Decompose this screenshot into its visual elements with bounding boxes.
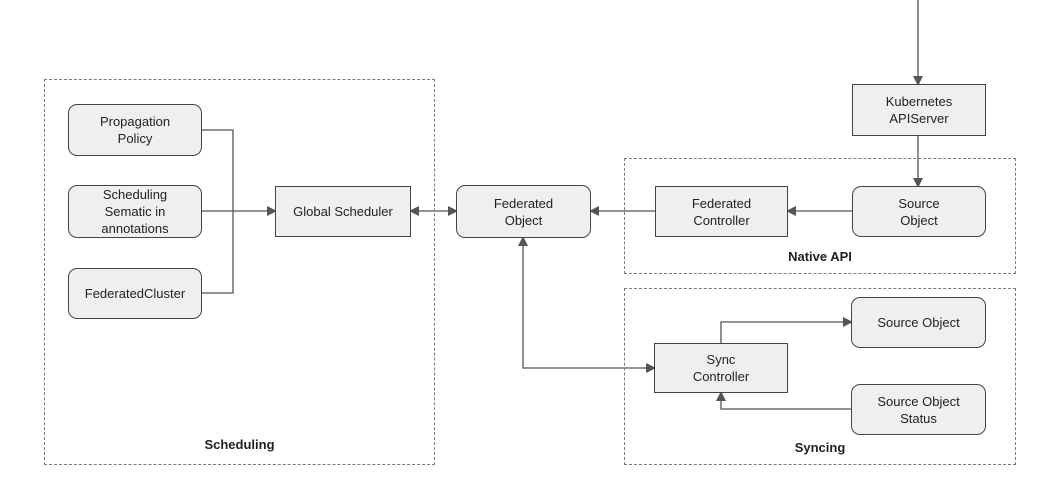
source-object-sync-node: Source Object — [851, 297, 986, 348]
sync-controller-node: Sync Controller — [654, 343, 788, 393]
scheduling-sematic-node: Scheduling Sematic in annotations — [68, 185, 202, 238]
arrow-sync-to-source-object — [720, 317, 853, 343]
line-propagation-policy — [202, 129, 234, 211]
propagation-policy-node: Propagation Policy — [68, 104, 202, 156]
syncing-group-label: Syncing — [794, 440, 846, 455]
arrow-status-to-sync — [716, 391, 851, 410]
scheduling-group: Scheduling — [44, 79, 435, 465]
kubernetes-apiserver-node: Kubernetes APIServer — [852, 84, 986, 136]
federated-object-node: Federated Object — [456, 185, 591, 238]
line-federated-cluster — [202, 211, 234, 294]
source-object-native-node: Source Object — [852, 186, 986, 237]
syncing-group: Syncing — [624, 288, 1016, 465]
source-object-status-node: Source Object Status — [851, 384, 986, 435]
scheduling-group-label: Scheduling — [204, 437, 275, 452]
native-api-group: Native API — [624, 158, 1016, 274]
arrow-fedobject-sync — [518, 236, 656, 373]
native-api-group-label: Native API — [788, 249, 852, 264]
federated-controller-node: Federated Controller — [655, 186, 788, 237]
federated-cluster-node: FederatedCluster — [68, 268, 202, 319]
global-scheduler-node: Global Scheduler — [275, 186, 411, 237]
